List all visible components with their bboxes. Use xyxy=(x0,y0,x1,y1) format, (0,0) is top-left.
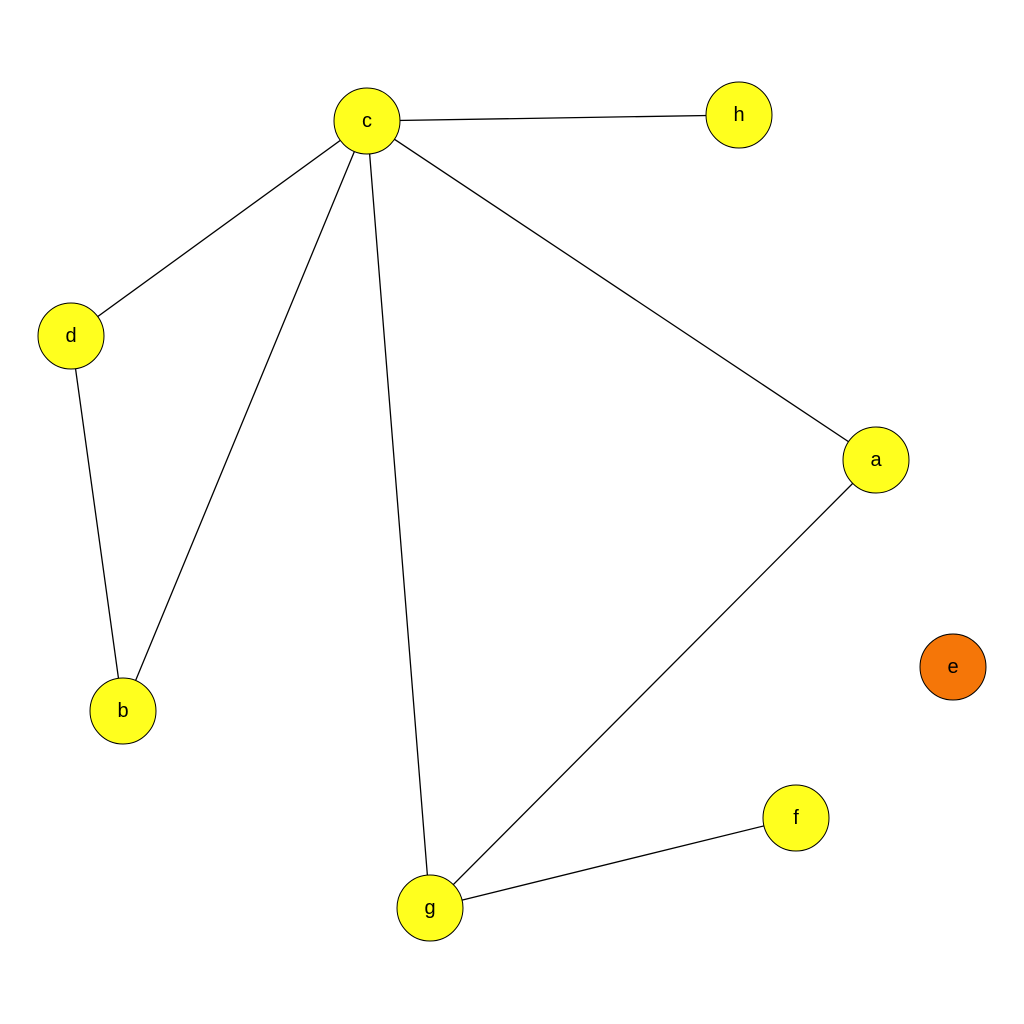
node-circle-d xyxy=(37,302,105,370)
node-label-d: d xyxy=(65,325,76,347)
node-label-f: f xyxy=(793,807,799,829)
edge-c-d xyxy=(70,120,368,337)
node-circle-c xyxy=(333,87,401,155)
edge-c-a xyxy=(366,120,877,461)
edge-g-f xyxy=(429,817,797,909)
edge-c-b xyxy=(122,120,368,712)
node-circle-g xyxy=(396,874,464,942)
node-circle-f xyxy=(762,784,830,852)
node-c: c xyxy=(333,87,401,155)
node-circle-a xyxy=(842,426,910,494)
node-e: e xyxy=(919,633,987,701)
edge-a-g xyxy=(429,459,877,909)
edge-c-g xyxy=(366,120,431,909)
node-g: g xyxy=(396,874,464,942)
node-d: d xyxy=(37,302,105,370)
node-circle-h xyxy=(705,81,773,149)
node-label-g: g xyxy=(424,897,435,919)
node-circle-b xyxy=(89,677,157,745)
node-label-h: h xyxy=(733,104,744,126)
node-f: f xyxy=(762,784,830,852)
nodes-layer: a b c d e f g h xyxy=(37,81,987,942)
node-b: b xyxy=(89,677,157,745)
edges-layer xyxy=(70,114,877,909)
node-circle-e xyxy=(919,633,987,701)
node-label-c: c xyxy=(362,110,372,132)
edge-c-h xyxy=(366,114,740,122)
node-h: h xyxy=(705,81,773,149)
node-label-a: a xyxy=(870,449,882,471)
node-a: a xyxy=(842,426,910,494)
edge-d-b xyxy=(70,335,124,712)
node-label-e: e xyxy=(947,656,958,678)
node-label-b: b xyxy=(117,700,128,722)
